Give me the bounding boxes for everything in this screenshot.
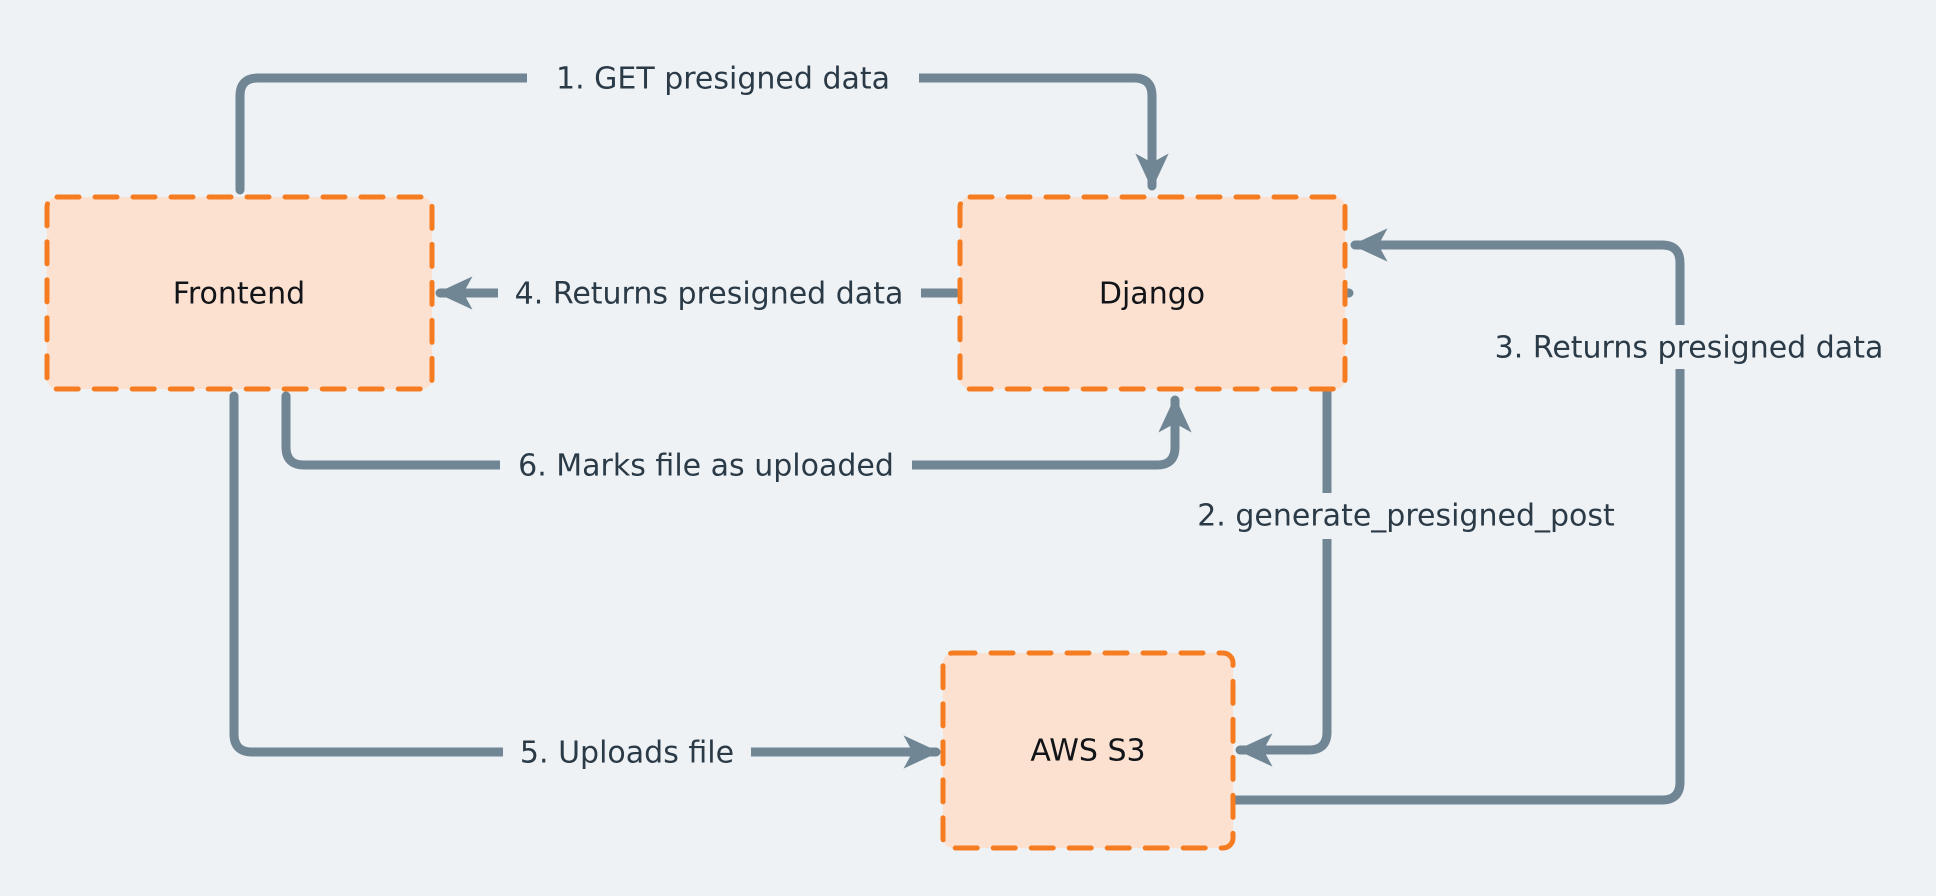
edge-1-label-group: 1. GET presigned data [527,56,919,100]
edge-5-label-group: 5. Uploads file [503,730,751,774]
node-frontend-box[interactable] [44,194,435,392]
node-aws-s3[interactable]: AWS S3 [940,650,1236,851]
edge-2-label-group: 2. generate_presigned_post [1186,493,1626,539]
edge-2-label: 2. generate_presigned_post [1197,499,1615,534]
edge-5-path [229,391,941,769]
node-django-label: Django [1099,277,1205,312]
node-aws-s3-label: AWS S3 [1030,734,1145,769]
edge-4-label-group: 4. Returns presigned data [498,271,921,315]
node-django-box[interactable] [957,194,1348,392]
edge-3-label-group: 3. Returns presigned data [1480,325,1898,369]
edge-6-label-group: 6. Marks file as uploaded [500,443,912,487]
node-django[interactable]: Django [957,194,1348,392]
edge-5-label: 5. Uploads file [520,736,734,771]
edge-3-path [1229,228,1685,805]
edge-1-label: 1. GET presigned data [556,62,890,97]
node-aws-s3-box[interactable] [940,650,1236,851]
edge-6-label: 6. Marks file as uploaded [518,449,894,484]
node-frontend[interactable]: Frontend [44,194,435,392]
edge-4-label: 4. Returns presigned data [515,277,904,312]
node-frontend-label: Frontend [173,277,305,312]
edge-3-label: 3. Returns presigned data [1495,331,1884,366]
